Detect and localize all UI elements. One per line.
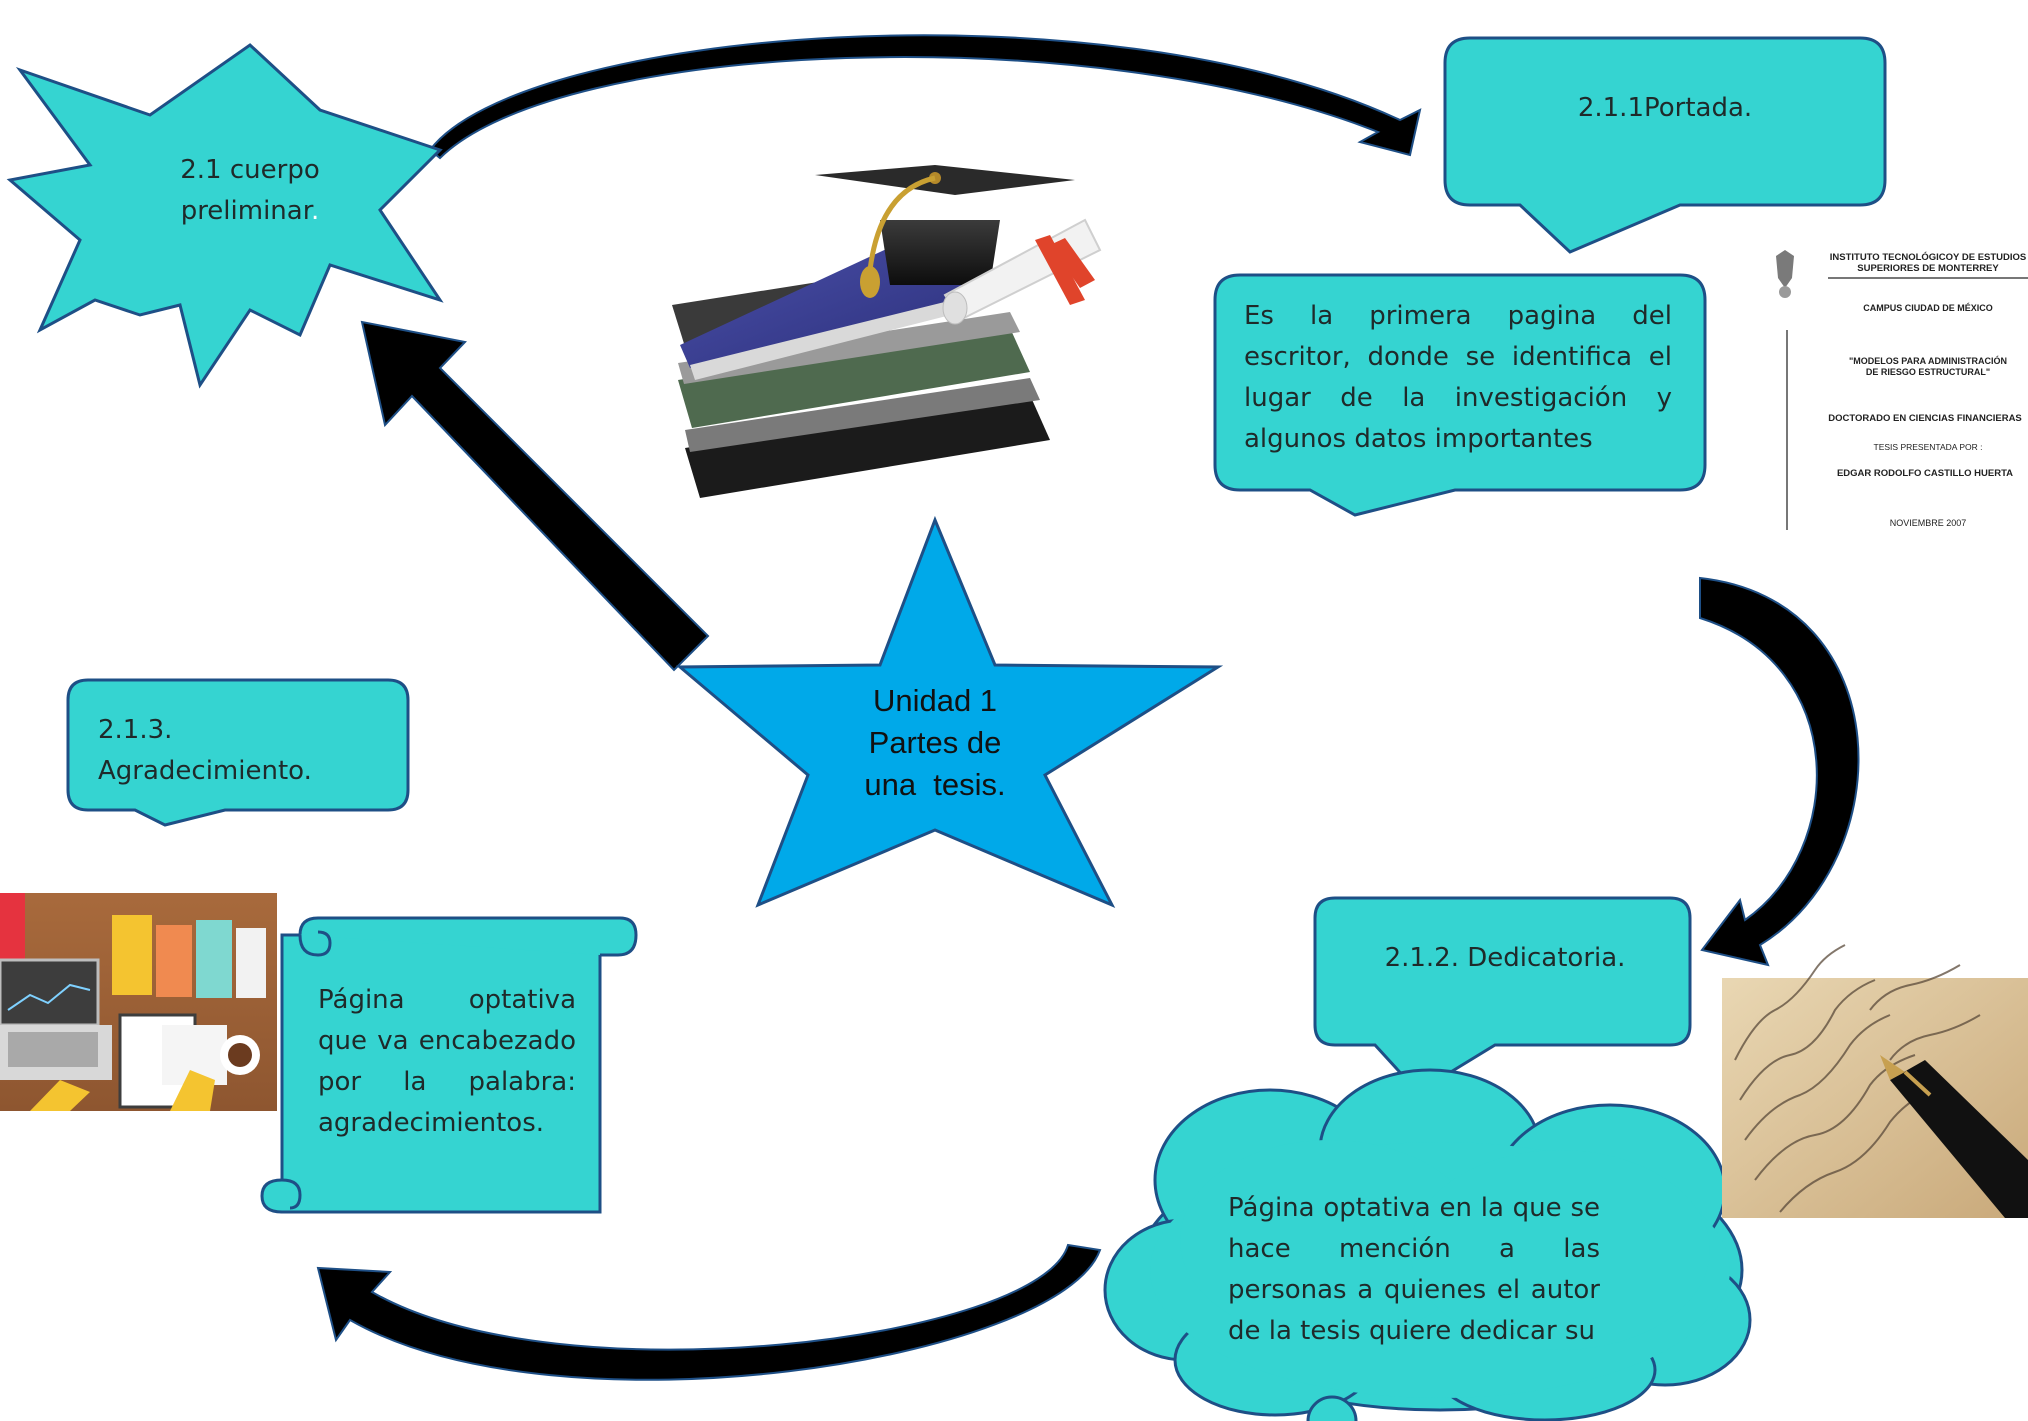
- desk-laptop-image: [0, 893, 277, 1111]
- institute-crest-icon: [1776, 250, 1794, 298]
- cover-presented-by: TESIS PRESENTADA POR :: [1873, 442, 1983, 452]
- arrow-bottom-curve: [316, 1243, 1102, 1381]
- handwriting-pen-image: [1722, 944, 2028, 1218]
- cover-date: NOVIEMBRE 2007: [1889, 518, 1967, 528]
- cover-line-left: [1786, 330, 1788, 530]
- arrow-straight-diagonal: [360, 320, 710, 672]
- cover-author: EDGAR RODOLFO CASTILLO HUERTA: [1836, 468, 2014, 479]
- preliminar-starburst: [6, 43, 444, 389]
- arrow-right-curve: [1699, 576, 1860, 967]
- dedicatoria-description-cloud: [1103, 1068, 1752, 1421]
- thesis-cover-image: INSTITUTO TECNOLÓGICOY DE ESTUDIOS SUPER…: [1762, 248, 2028, 538]
- portada-description: Es la primera pagina del escritor, donde…: [1244, 301, 1672, 454]
- arrow-top-curve: [428, 34, 1422, 160]
- agradecimiento-scroll: [260, 916, 638, 1214]
- center-line-2: Partes de: [868, 725, 1002, 760]
- agradecimiento-title-callout: [66, 678, 410, 827]
- graduation-books-image: [672, 165, 1102, 498]
- center-unit-label: Unidad 1 Partes de una tesis.: [835, 680, 1035, 806]
- dedicatoria-title-callout: [1313, 896, 1692, 1094]
- agradecimiento-title: 2.1.3. Agradecimiento.: [98, 715, 312, 786]
- portada-title-callout: [1443, 36, 1887, 254]
- cover-institute: INSTITUTO TECNOLÓGICOY DE ESTUDIOS: [1829, 252, 2027, 263]
- cover-thesis-title-2: DE RIESGO ESTRUCTURAL": [1865, 367, 1991, 377]
- dedicatoria-title: 2.1.2. Dedicatoria.: [1384, 943, 1626, 973]
- cover-campus: CAMPUS CIUDAD DE MÉXICO: [1863, 303, 1993, 313]
- preliminar-label-dot: .: [311, 196, 320, 226]
- cover-rule: [1828, 277, 2028, 279]
- preliminar-label: 2.1 cuerpo preliminar.: [170, 150, 330, 232]
- cover-program: DOCTORADO EN CIENCIAS FINANCIERAS: [1828, 413, 2022, 424]
- portada-title: 2.1.1Portada.: [1577, 93, 1753, 123]
- agradecimiento-description: Página optativa que va encabezado por la…: [318, 985, 576, 1138]
- portada-description-callout: [1213, 273, 1707, 517]
- center-star: [675, 515, 1224, 908]
- cover-institute-2: SUPERIORES DE MONTERREY: [1857, 263, 1999, 274]
- preliminar-label-line1: 2.1 cuerpo: [180, 155, 320, 185]
- center-line-1: Unidad 1: [872, 683, 998, 718]
- cover-thesis-title-1: "MODELOS PARA ADMINISTRACIÓN: [1849, 356, 2007, 366]
- center-line-3: una tesis.: [864, 767, 1006, 802]
- dedicatoria-description: Página optativa en la que se hace menció…: [1228, 1193, 1600, 1346]
- preliminar-label-line2: preliminar: [180, 196, 312, 226]
